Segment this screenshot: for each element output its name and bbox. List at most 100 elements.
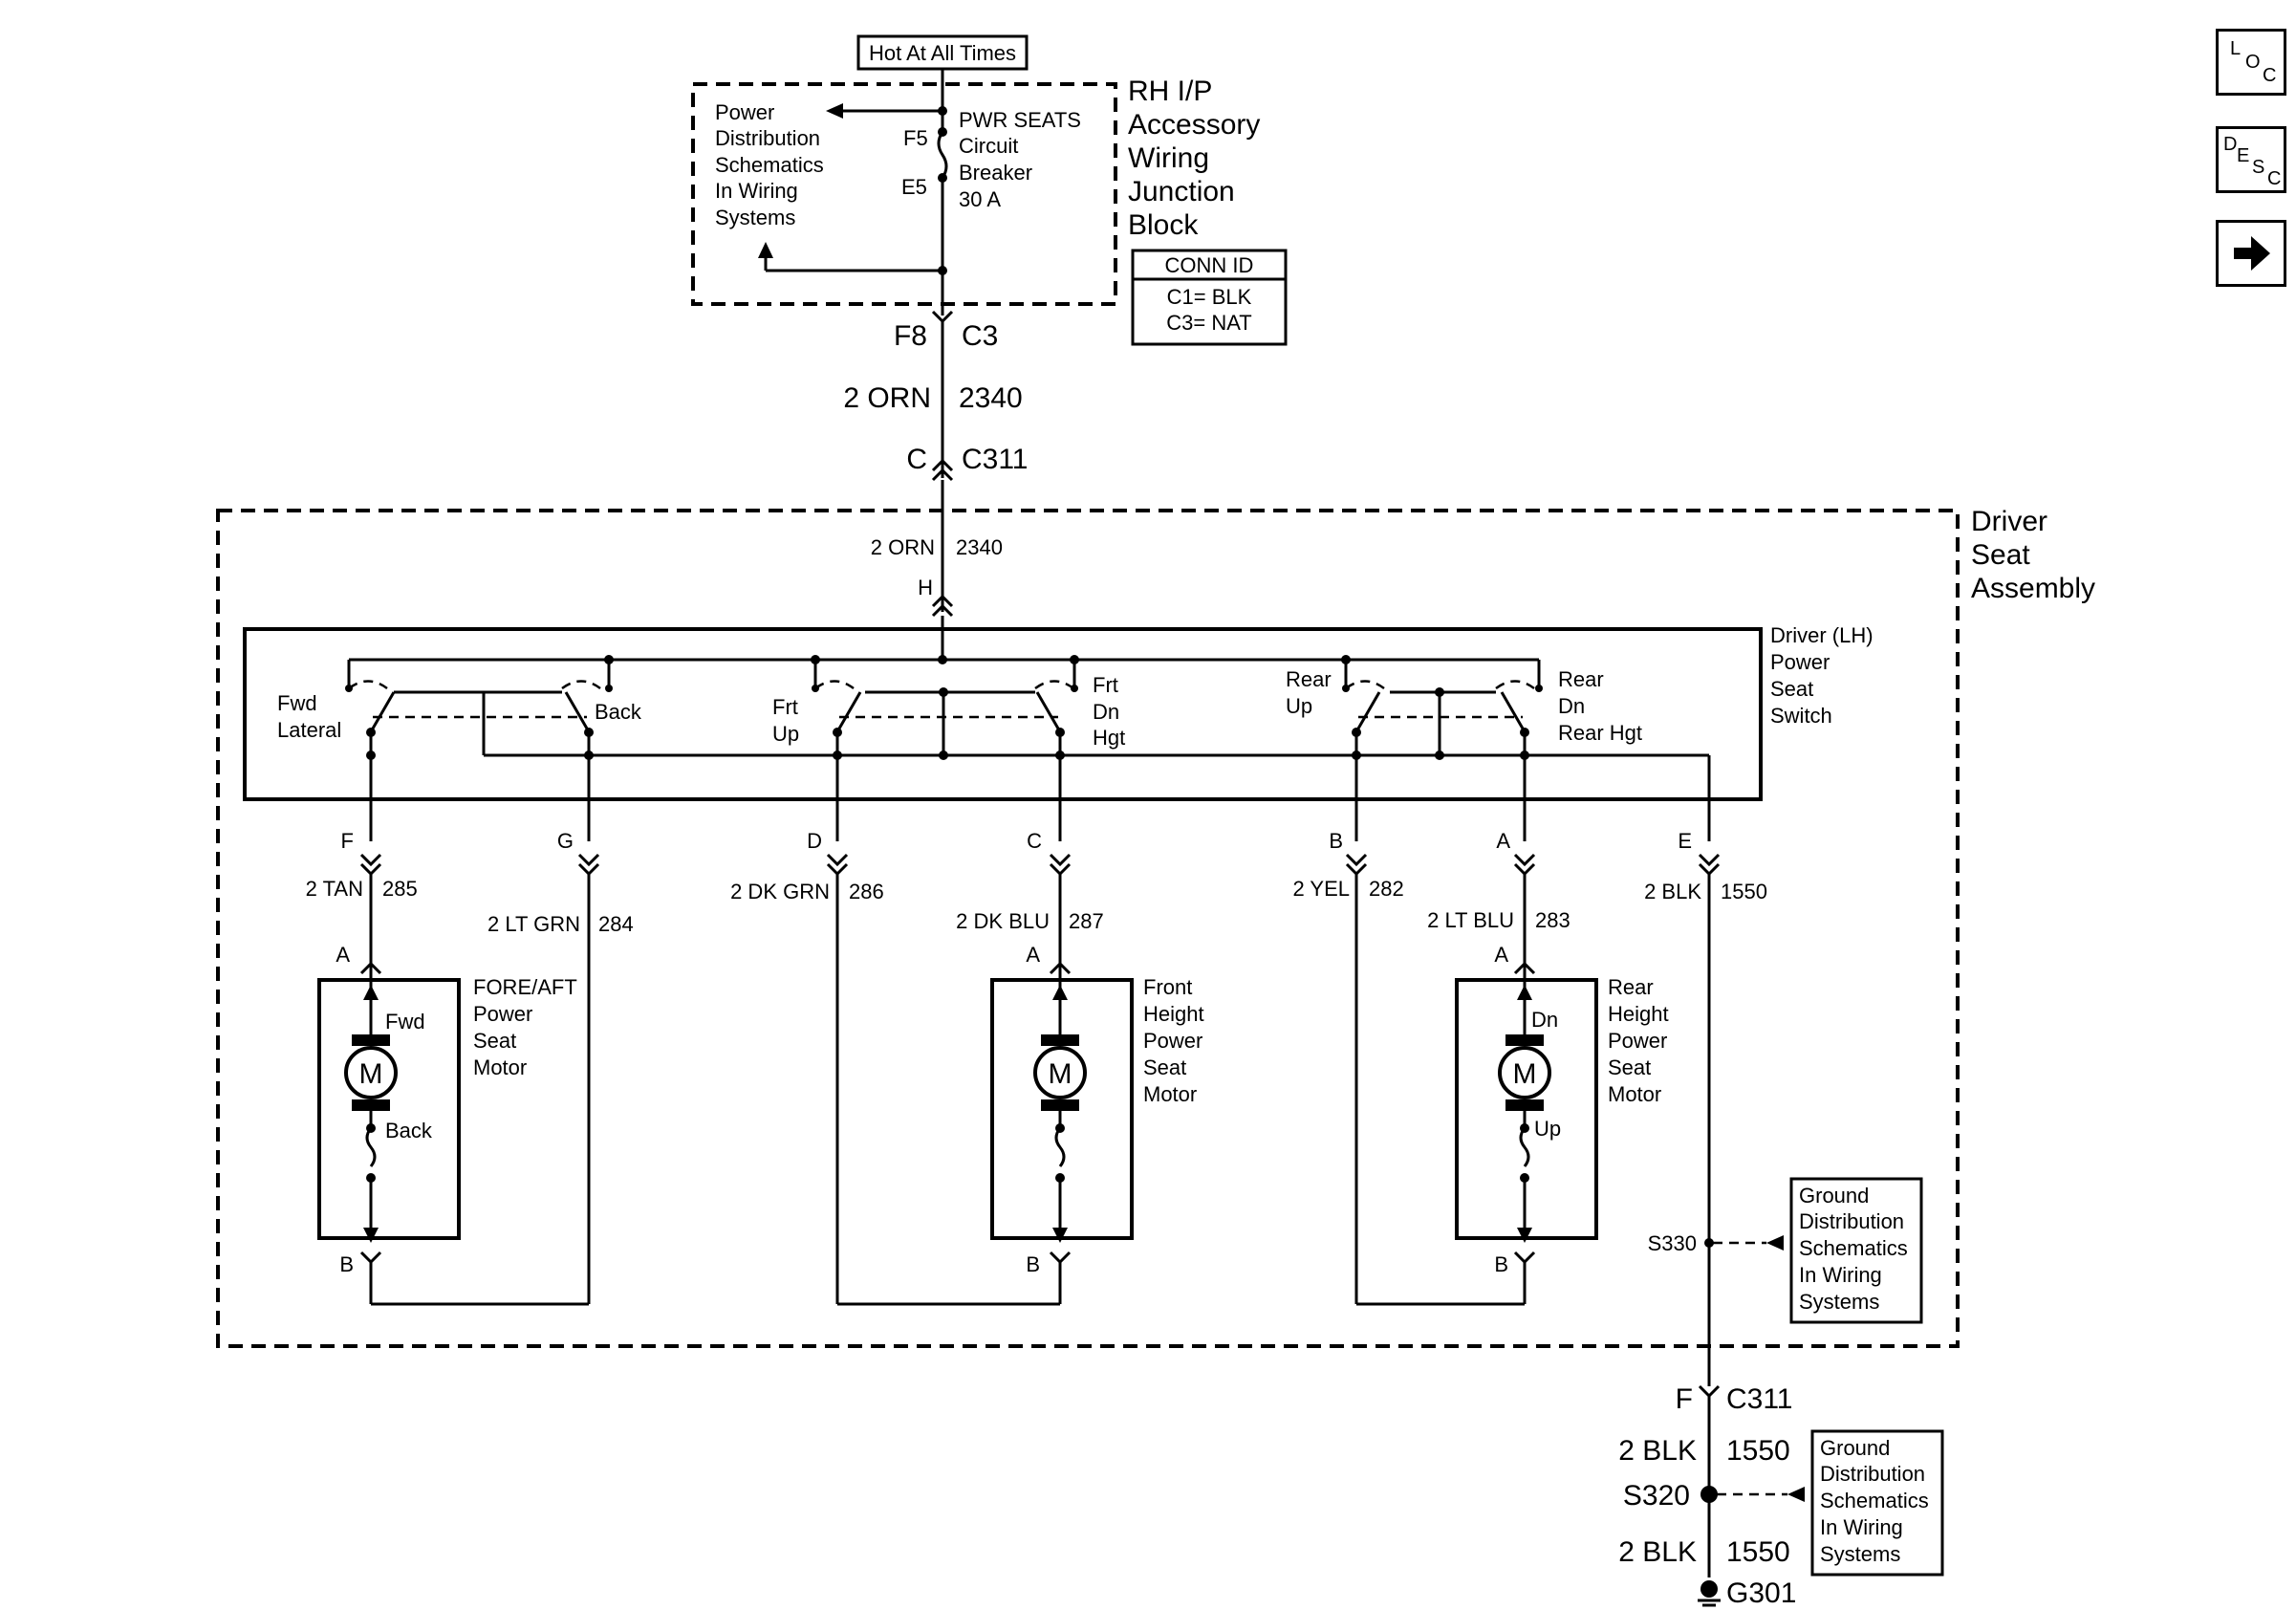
pin-c-wire: C 2 DK BLU 287 <box>956 829 1104 933</box>
svg-text:Systems: Systems <box>1820 1542 1900 1566</box>
driver-seat-assembly-outline <box>216 509 1960 1348</box>
svg-text:Ground: Ground <box>1799 1184 1869 1208</box>
feed-wire-circuit: 2340 <box>959 382 1023 414</box>
svg-text:30 A: 30 A <box>959 187 1001 211</box>
svg-text:Seat: Seat <box>473 1029 516 1053</box>
desc-letter-d: D <box>2223 134 2238 155</box>
svg-text:285: 285 <box>382 877 418 901</box>
svg-text:Rear: Rear <box>1286 667 1332 691</box>
ground-ref-s330: Ground Distribution Schematics In Wiring… <box>1789 1177 1923 1324</box>
inner-feed-wire-color: 2 ORN <box>871 535 935 559</box>
junction-block-outline <box>691 82 1117 306</box>
svg-text:A: A <box>1496 829 1510 853</box>
svg-text:Distribution: Distribution <box>1820 1462 1925 1486</box>
svg-text:284: 284 <box>598 912 634 936</box>
svg-text:Accessory: Accessory <box>1128 109 1260 141</box>
svg-text:Up: Up <box>772 722 799 746</box>
ground-wire-2-color: 2 BLK <box>1618 1536 1697 1568</box>
svg-text:Back: Back <box>385 1119 433 1142</box>
svg-text:2 DK GRN: 2 DK GRN <box>730 880 830 903</box>
frt-up-label: Frt Up <box>772 695 799 746</box>
svg-text:C1= BLK: C1= BLK <box>1167 285 1252 309</box>
svg-text:Dn: Dn <box>1093 700 1119 724</box>
svg-text:In Wiring: In Wiring <box>715 179 798 203</box>
rear-up-label: Rear Up <box>1286 667 1332 718</box>
svg-text:PWR SEATS: PWR SEATS <box>959 108 1081 132</box>
svg-text:B: B <box>1494 1252 1508 1276</box>
svg-text:Frt: Frt <box>1093 673 1118 697</box>
svg-text:Block: Block <box>1128 209 1199 241</box>
svg-text:282: 282 <box>1369 877 1404 901</box>
svg-text:Frt: Frt <box>772 695 798 719</box>
svg-text:Power: Power <box>473 1002 532 1026</box>
splice-s320: S320 <box>1623 1480 1690 1512</box>
pin-a-wire: A 2 LT BLU 283 <box>1427 829 1570 932</box>
svg-text:2 BLK: 2 BLK <box>1644 880 1701 903</box>
svg-text:B: B <box>1329 829 1343 853</box>
ground-ref-s320: Ground Distribution Schematics In Wiring… <box>1810 1429 1944 1577</box>
svg-text:Rear Hgt: Rear Hgt <box>1558 721 1642 745</box>
svg-text:Power: Power <box>1143 1029 1202 1053</box>
svg-text:Motor: Motor <box>1608 1082 1661 1106</box>
svg-text:2 DK BLU: 2 DK BLU <box>956 909 1050 933</box>
svg-text:In Wiring: In Wiring <box>1820 1515 1903 1539</box>
c311-top-pin: C <box>906 444 927 475</box>
svg-text:CONN ID: CONN ID <box>1165 253 1254 277</box>
svg-text:Systems: Systems <box>715 206 795 229</box>
svg-text:G: G <box>557 829 574 853</box>
svg-text:Height: Height <box>1143 1002 1204 1026</box>
fore-aft-motor: A M Fwd Back FORE/AFT Power Seat Motor B <box>317 943 577 1276</box>
svg-text:Up: Up <box>1534 1117 1561 1141</box>
svg-text:Front: Front <box>1143 975 1192 999</box>
svg-text:1550: 1550 <box>1721 880 1767 903</box>
ground-wire-1-circuit: 1550 <box>1726 1435 1790 1467</box>
frt-dn-label: Frt Dn Hgt <box>1093 673 1125 750</box>
svg-text:Power: Power <box>1608 1029 1667 1053</box>
c311-top-connector: C311 <box>962 444 1029 475</box>
desc-letter-s: S <box>2252 157 2265 178</box>
svg-text:Seat: Seat <box>1770 677 1813 701</box>
svg-text:Seat: Seat <box>1143 1055 1186 1079</box>
svg-text:Schematics: Schematics <box>715 153 824 177</box>
svg-text:Power: Power <box>1770 650 1830 674</box>
feed-wire-color: 2 ORN <box>843 382 931 414</box>
svg-text:Up: Up <box>1286 694 1312 718</box>
svg-text:Distribution: Distribution <box>1799 1209 1904 1233</box>
svg-text:M: M <box>359 1058 383 1090</box>
hot-at-all-times-label: Hot At All Times <box>856 34 1029 71</box>
svg-text:Wiring: Wiring <box>1128 142 1209 174</box>
svg-text:Motor: Motor <box>1143 1082 1197 1106</box>
svg-text:E5: E5 <box>901 175 927 199</box>
pin-g-wire: G 2 LT GRN 284 <box>487 829 634 936</box>
switch-feed-pin: H <box>918 576 933 599</box>
svg-text:Assembly: Assembly <box>1971 573 2095 604</box>
desc-button[interactable]: D E S C <box>2216 126 2286 193</box>
driver-seat-assembly-label: Driver Seat Assembly <box>1971 506 2095 604</box>
svg-text:283: 283 <box>1535 908 1570 932</box>
splice-s330: S330 <box>1648 1231 1697 1255</box>
loc-button[interactable]: L O C <box>2216 29 2286 96</box>
svg-text:Driver (LH): Driver (LH) <box>1770 623 1874 647</box>
pin-f-wire: F 2 TAN 285 <box>306 829 418 901</box>
svg-text:C3= NAT: C3= NAT <box>1166 311 1251 335</box>
ground-g301-label: G301 <box>1726 1577 1796 1609</box>
conn-id-table: CONN ID C1= BLK C3= NAT <box>1131 249 1288 346</box>
svg-text:E: E <box>1678 829 1692 853</box>
svg-text:Junction: Junction <box>1128 176 1235 207</box>
svg-text:In Wiring: In Wiring <box>1799 1263 1882 1287</box>
svg-text:Lateral: Lateral <box>277 718 341 742</box>
svg-text:C: C <box>1027 829 1042 853</box>
svg-text:A: A <box>1026 943 1040 967</box>
desc-letter-c: C <box>2267 168 2282 189</box>
arrow-right-icon <box>2234 236 2270 271</box>
power-seat-switch-box <box>243 627 1763 801</box>
svg-text:Fwd: Fwd <box>277 691 317 715</box>
svg-text:Circuit: Circuit <box>959 134 1018 158</box>
next-arrow-button[interactable] <box>2216 220 2286 287</box>
svg-text:Distribution: Distribution <box>715 126 820 150</box>
svg-text:Rear: Rear <box>1558 667 1604 691</box>
svg-text:286: 286 <box>849 880 884 903</box>
svg-text:M: M <box>1513 1058 1537 1090</box>
junction-out-pin: F8 <box>894 320 927 352</box>
